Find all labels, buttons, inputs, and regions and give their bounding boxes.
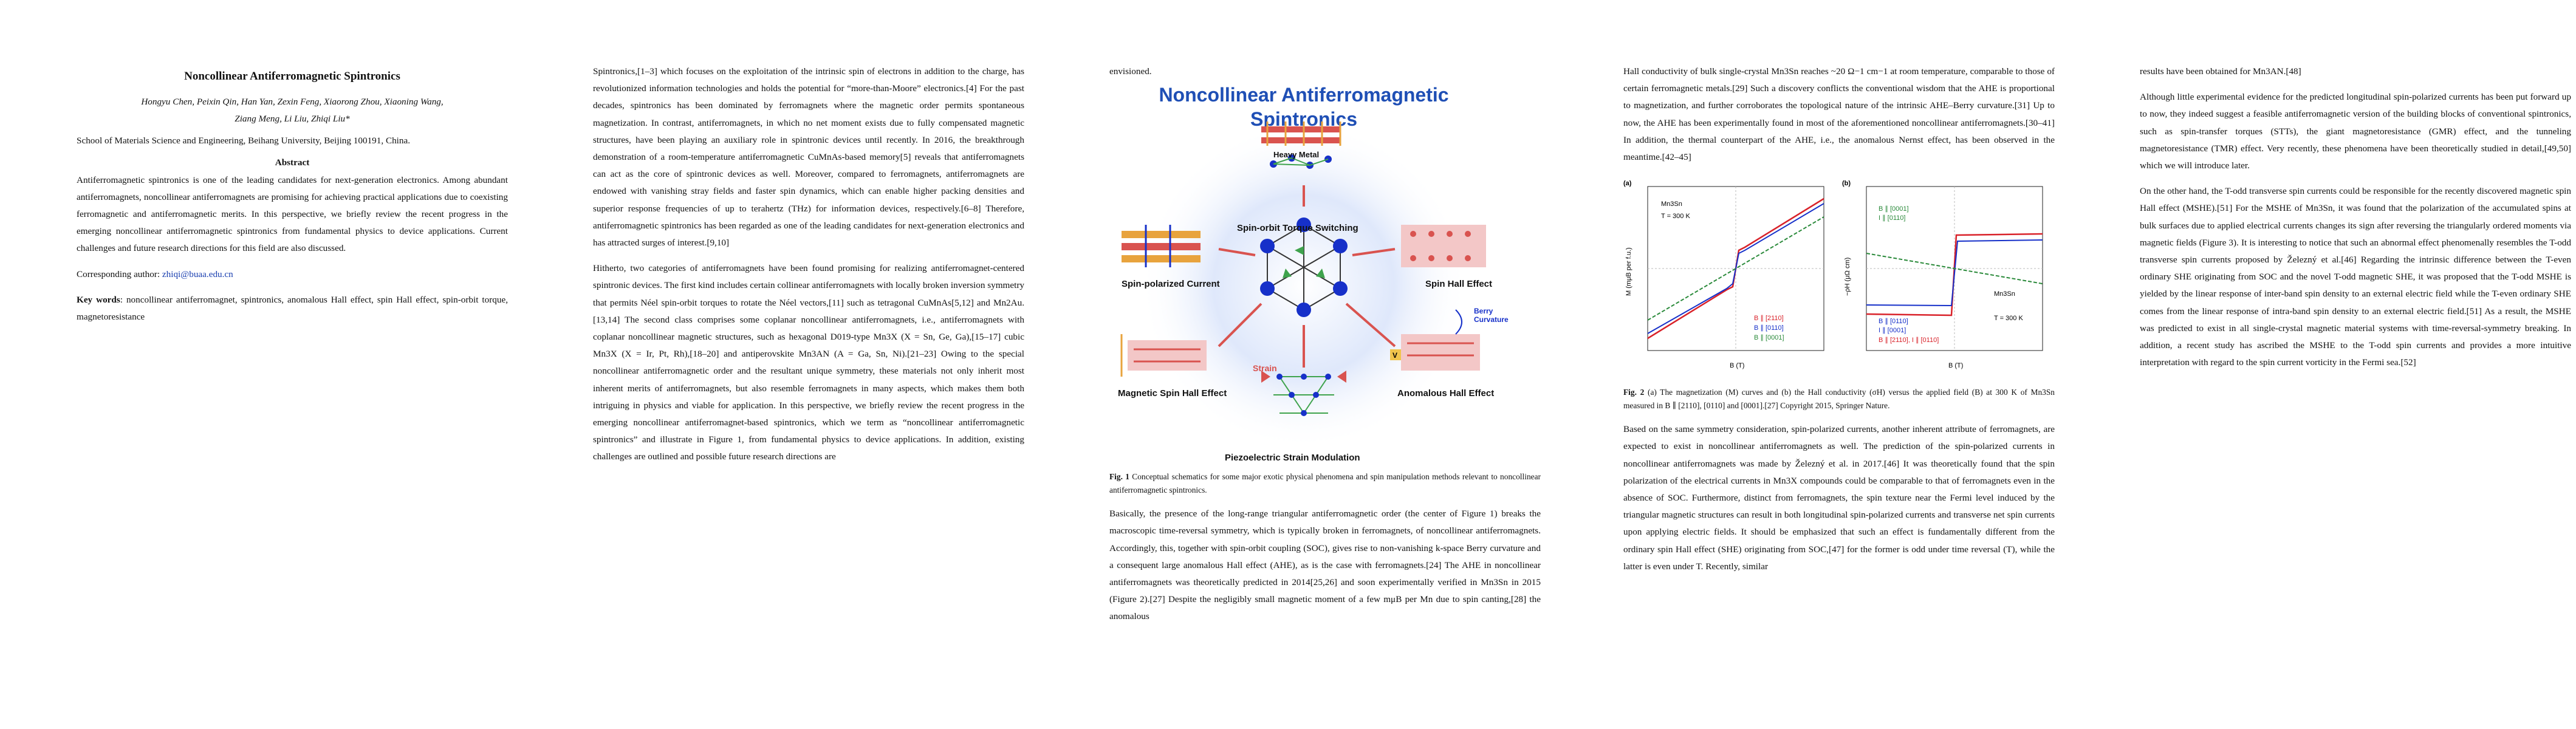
panel-a-xlabel: B (T) — [1730, 362, 1744, 369]
paragraph: Hall conductivity of bulk single-crystal… — [1623, 66, 2055, 163]
legend-a-item: B ∥ [0110] — [1754, 324, 1784, 332]
paragraph: Although little experimental evidence fo… — [2140, 92, 2571, 171]
panel-b-material: Mn3Sn — [1994, 290, 2015, 298]
email-link[interactable]: zhiqi@buaa.edu.cn — [162, 269, 233, 279]
label-sot-switching: Spin-orbit Torque Switching — [1237, 223, 1358, 234]
label-spin-polarized-current: Spin-polarized Current — [1122, 279, 1220, 290]
strain-schematic — [1261, 371, 1346, 417]
anomalous-hall-schematic: V — [1390, 309, 1480, 371]
paragraph: Hitherto, two categories of antiferromag… — [593, 263, 1024, 462]
paragraph: results have been obtained for Mn3AN.[48… — [2140, 66, 2301, 77]
sot-schematic — [1261, 122, 1341, 169]
label-anomalous-hall: Anomalous Hall Effect — [1397, 388, 1495, 399]
label-curvature: Curvature — [1474, 315, 1509, 324]
abstract-text: Antiferromagnetic spintronics is one of … — [77, 174, 508, 254]
caption-text: Conceptual schematics for some major exo… — [1109, 472, 1541, 495]
label-strain: Strain — [1253, 363, 1277, 374]
panel-b-ylabel: −ρH (μΩ cm) — [1844, 258, 1851, 296]
figure-1: Noncollinear Antiferromagnetic Spintroni… — [1109, 83, 1509, 465]
triangular-spin-lattice — [1260, 217, 1348, 318]
figure-2-plots: (a) Mn3Sn T = 300 K B ∥ [2110] B ∥ [0110… — [1623, 180, 2043, 369]
page-1-column: Noncollinear Antiferromagnetic Spintroni… — [77, 66, 508, 326]
legend-a-item: B ∥ [0001] — [1754, 334, 1784, 341]
keywords: Key words: noncollinear antiferromagnet,… — [77, 292, 508, 326]
page-1: Noncollinear Antiferromagnetic Spintroni… — [0, 0, 515, 729]
curve-b-blue — [1866, 239, 2043, 307]
label-magnetic-spin-hall: Magnetic Spin Hall Effect — [1118, 388, 1227, 399]
page-4: Hall conductivity of bulk single-crystal… — [1546, 0, 2061, 729]
abstract-heading: Abstract — [275, 157, 310, 168]
paragraph-continuation: envisioned. — [1109, 66, 1152, 77]
page-3-column: envisioned. Noncollinear Antiferromagnet… — [1109, 63, 1541, 634]
figure-2-caption: Fig. 2 (a) The magnetization (M) curves … — [1623, 386, 2055, 412]
paragraph: Based on the same symmetry consideration… — [1623, 424, 2055, 572]
author-list-line-2: Ziang Meng, Li Liu, Zhiqi Liu* — [235, 114, 350, 125]
figure-2: (a) Mn3Sn T = 300 K B ∥ [2110] B ∥ [0110… — [1623, 174, 2049, 381]
caption-text: (a) The magnetization (M) curves and (b)… — [1623, 388, 2055, 411]
spin-polarized-current-schematic — [1122, 225, 1201, 268]
caption-label: Fig. 2 — [1623, 388, 1645, 397]
label-spin-hall-effect: Spin Hall Effect — [1425, 279, 1493, 290]
affiliation: School of Materials Science and Engineer… — [77, 135, 411, 146]
magnetic-spin-hall-schematic — [1120, 334, 1207, 377]
curve-a-0001 — [1647, 216, 1824, 321]
paragraph: Basically, the presence of the long-rang… — [1109, 508, 1541, 622]
figure-1-caption: Fig. 1 Conceptual schematics for some ma… — [1109, 470, 1541, 497]
panel-a-material: Mn3Sn — [1661, 200, 1682, 208]
page-2: Spintronics,[1–3] which focuses on the e… — [515, 0, 1030, 729]
page-5-column: results have been obtained for Mn3AN.[48… — [2140, 63, 2571, 380]
panel-b-xlabel: B (T) — [1948, 362, 1963, 369]
corresponding-author: Corresponding author: zhiqi@buaa.edu.cn — [77, 266, 508, 283]
panel-a-ylabel: M (mμB per f.u.) — [1625, 248, 1632, 296]
page-3: envisioned. Noncollinear Antiferromagnet… — [1030, 0, 1546, 729]
figure-1-title: Noncollinear Antiferromagnetic Spintroni… — [1159, 84, 1449, 131]
legend-b-item: I ∥ [0110] — [1879, 214, 1905, 222]
curve-a-0110 — [1647, 203, 1824, 335]
paper-title: Noncollinear Antiferromagnetic Spintroni… — [184, 70, 400, 83]
corresponding-label: Corresponding author: — [77, 269, 162, 279]
panel-a-temperature: T = 300 K — [1661, 213, 1690, 220]
page-2-column: Spintronics,[1–3] which focuses on the e… — [593, 63, 1024, 474]
legend-b-item: B ∥ [0110] — [1879, 318, 1908, 325]
panel-a-label: (a) — [1623, 180, 1632, 187]
legend-b-item: B ∥ [0001] — [1879, 205, 1909, 213]
label-piezoelectric-strain: Piezoelectric Strain Modulation — [1225, 453, 1360, 464]
page-4-column: Hall conductivity of bulk single-crystal… — [1623, 63, 2055, 584]
keywords-text: : noncollinear antiferromagnet, spintron… — [77, 294, 508, 323]
legend-a-item: B ∥ [2110] — [1754, 315, 1784, 322]
voltage-label: V — [1392, 351, 1397, 360]
panel-b-label: (b) — [1842, 180, 1851, 187]
legend-b-item: B ∥ [2110], I ∥ [0110] — [1879, 337, 1939, 344]
spin-hall-effect-schematic — [1401, 225, 1486, 268]
legend-b-item: I ∥ [0001] — [1879, 327, 1906, 334]
connector-arrows — [1218, 185, 1396, 368]
figure-1-illustration: V — [1120, 122, 1486, 450]
label-heavy-metal: Heavy Metal — [1273, 150, 1320, 160]
caption-label: Fig. 1 — [1109, 472, 1129, 482]
paragraph: Spintronics,[1–3] which focuses on the e… — [593, 66, 1024, 248]
paragraph: On the other hand, the T-odd transverse … — [2140, 186, 2571, 368]
page-5: results have been obtained for Mn3AN.[48… — [2061, 0, 2576, 729]
label-berry: Berry — [1474, 307, 1493, 316]
keywords-label: Key words — [77, 294, 120, 305]
curve-b-green — [1866, 253, 2043, 285]
author-list-line-1: Hongyu Chen, Peixin Qin, Han Yan, Zexin … — [141, 97, 444, 108]
panel-b-temperature: T = 300 K — [1994, 315, 2023, 322]
